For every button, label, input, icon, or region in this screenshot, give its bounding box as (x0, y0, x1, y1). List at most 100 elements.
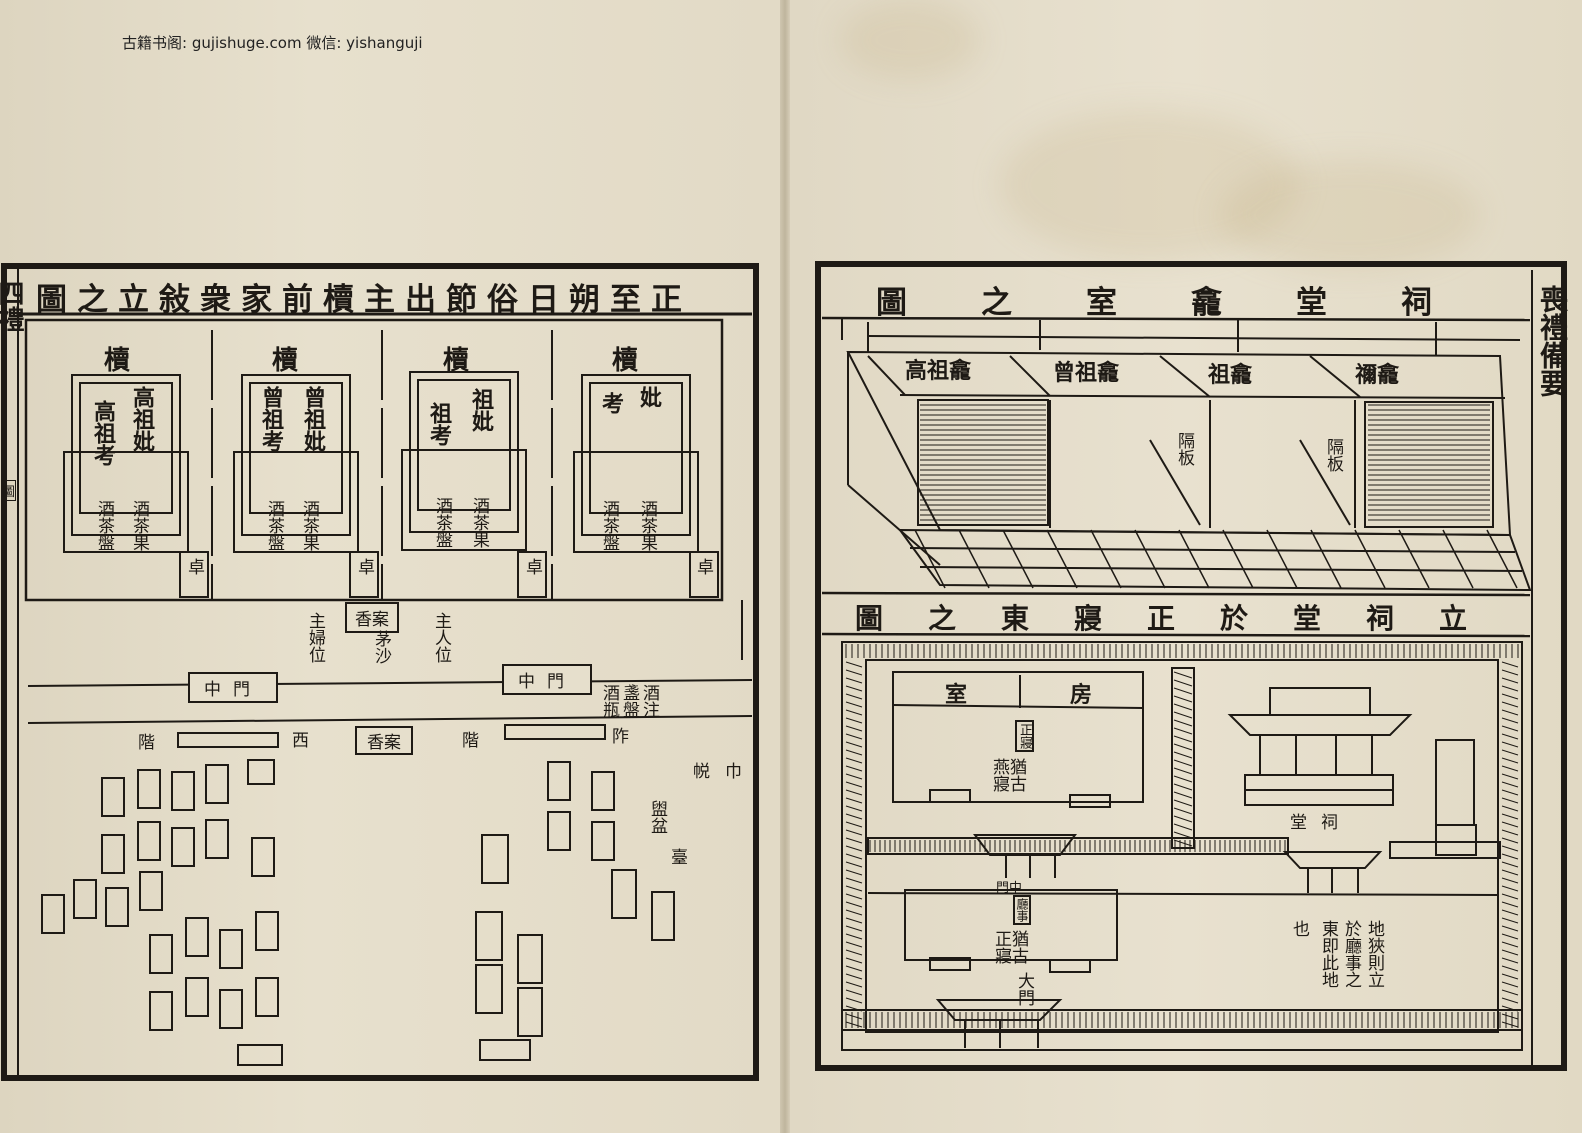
hatch-line (1486, 529, 1518, 589)
hatch-line (845, 709, 863, 716)
hatch-line (1501, 837, 1519, 844)
hatch-line (845, 853, 863, 860)
hatch-line (1173, 839, 1193, 847)
hatch-line (1501, 885, 1519, 892)
hatch-line (1173, 799, 1193, 807)
tablet-label: 祖妣 (468, 388, 494, 432)
hatch-line (1173, 679, 1193, 687)
hatch-line (914, 529, 946, 589)
tablet-label: 高祖妣 (129, 386, 155, 452)
shrine-case-label: 櫝 (272, 346, 299, 376)
left-margin-section: 圖 (1, 480, 17, 501)
hatch-line (845, 997, 863, 1004)
hatch-line (1501, 925, 1519, 932)
offering-label: 酒茶果 (637, 500, 657, 551)
hatch-line (1173, 735, 1193, 743)
middle-gate-label: 中門 (502, 664, 592, 695)
hatch-line (1173, 719, 1193, 727)
table-label: 卓 (522, 558, 542, 575)
hatch-line (1501, 917, 1519, 924)
hatch-line (1501, 893, 1519, 900)
hatch-line (845, 677, 863, 684)
shrine-case-label: 櫝 (612, 346, 639, 376)
hatch-line (845, 957, 863, 964)
offering-label: 酒茶盤 (264, 500, 284, 551)
hatch-line (1173, 791, 1193, 799)
hatch-line (845, 885, 863, 892)
hatch-line (845, 861, 863, 868)
right-margin-title: 喪禮備要 (1536, 285, 1569, 397)
hatch-line (1501, 957, 1519, 964)
hatch-line (845, 749, 863, 756)
hatch-line (1501, 813, 1519, 820)
paper-stain (840, 0, 980, 80)
hatch-line (1501, 821, 1519, 828)
hatch-line (1501, 797, 1519, 804)
room-label: 室 (945, 682, 968, 708)
hatch-line (1173, 815, 1193, 823)
hatch-line (1501, 741, 1519, 748)
hatch-line (845, 669, 863, 676)
east-step-label: 階 (462, 731, 479, 751)
hatch-line (845, 661, 863, 668)
hatch-line (845, 949, 863, 956)
hatch-line (1501, 1005, 1519, 1012)
hatch-line (1501, 853, 1519, 860)
hatch-line (1501, 901, 1519, 908)
hatch-line (1501, 909, 1519, 916)
hatch-line (845, 869, 863, 876)
position-label: 茅沙 (371, 630, 391, 664)
hatch-line (1501, 685, 1519, 692)
hatch-line (1173, 783, 1193, 791)
position-label: 主人位 (431, 612, 451, 663)
offering-label: 酒茶盤 (94, 500, 114, 551)
hatch-line (845, 1021, 863, 1028)
hatch-line (1501, 781, 1519, 788)
hatch-line (1501, 733, 1519, 740)
hatch-line (1173, 807, 1193, 815)
hatch-line (845, 733, 863, 740)
hatch-line (1173, 751, 1193, 759)
hatch-line (1501, 789, 1519, 796)
west-step-label: 階 (138, 733, 155, 753)
hatch-line (1501, 869, 1519, 876)
note-column: 也 (1289, 920, 1309, 937)
shrine-niche-figure-title: 祠堂龕室之圖 (876, 285, 1506, 321)
front-hall-note: 猶古正寢 (991, 930, 1028, 964)
hatch-line (845, 837, 863, 844)
hatch-line (845, 757, 863, 764)
hatch-line (845, 965, 863, 972)
hatch-line (1173, 727, 1193, 735)
hatch-line (1173, 743, 1193, 751)
hatch-line (1173, 687, 1193, 695)
hatch-line (1222, 529, 1254, 589)
hatch-line (1310, 529, 1342, 589)
hatch-line (1501, 861, 1519, 868)
hatch-line (845, 829, 863, 836)
hatch-line (1501, 941, 1519, 948)
paper-stain (1220, 160, 1480, 270)
hatch-line (845, 821, 863, 828)
hatch-line (1173, 671, 1193, 679)
towel-label: 巾 (721, 762, 741, 779)
hatch-line (1354, 529, 1386, 589)
hatch-line (1002, 529, 1034, 589)
hatch-line (1501, 757, 1519, 764)
hatch-line (845, 693, 863, 700)
hatch-line (1501, 805, 1519, 812)
hatch-line (1501, 877, 1519, 884)
hatch-line (1501, 1013, 1519, 1020)
front-hall-label: 廳事 (1013, 895, 1031, 925)
hatch-line (845, 909, 863, 916)
hatch-line (1501, 845, 1519, 852)
niche-label: 高祖龕 (905, 358, 972, 384)
hatch-line (1398, 529, 1430, 589)
offering-label: 酒茶盤 (432, 497, 452, 548)
hatch-line (1173, 711, 1193, 719)
hatch-line (1173, 775, 1193, 783)
middle-gate-label: 中門 (188, 672, 278, 703)
hatch-line (1173, 767, 1193, 775)
stand-label: 臺 (667, 848, 687, 865)
hatch-line (1046, 529, 1078, 589)
niche-label: 曾祖龕 (1053, 360, 1120, 386)
